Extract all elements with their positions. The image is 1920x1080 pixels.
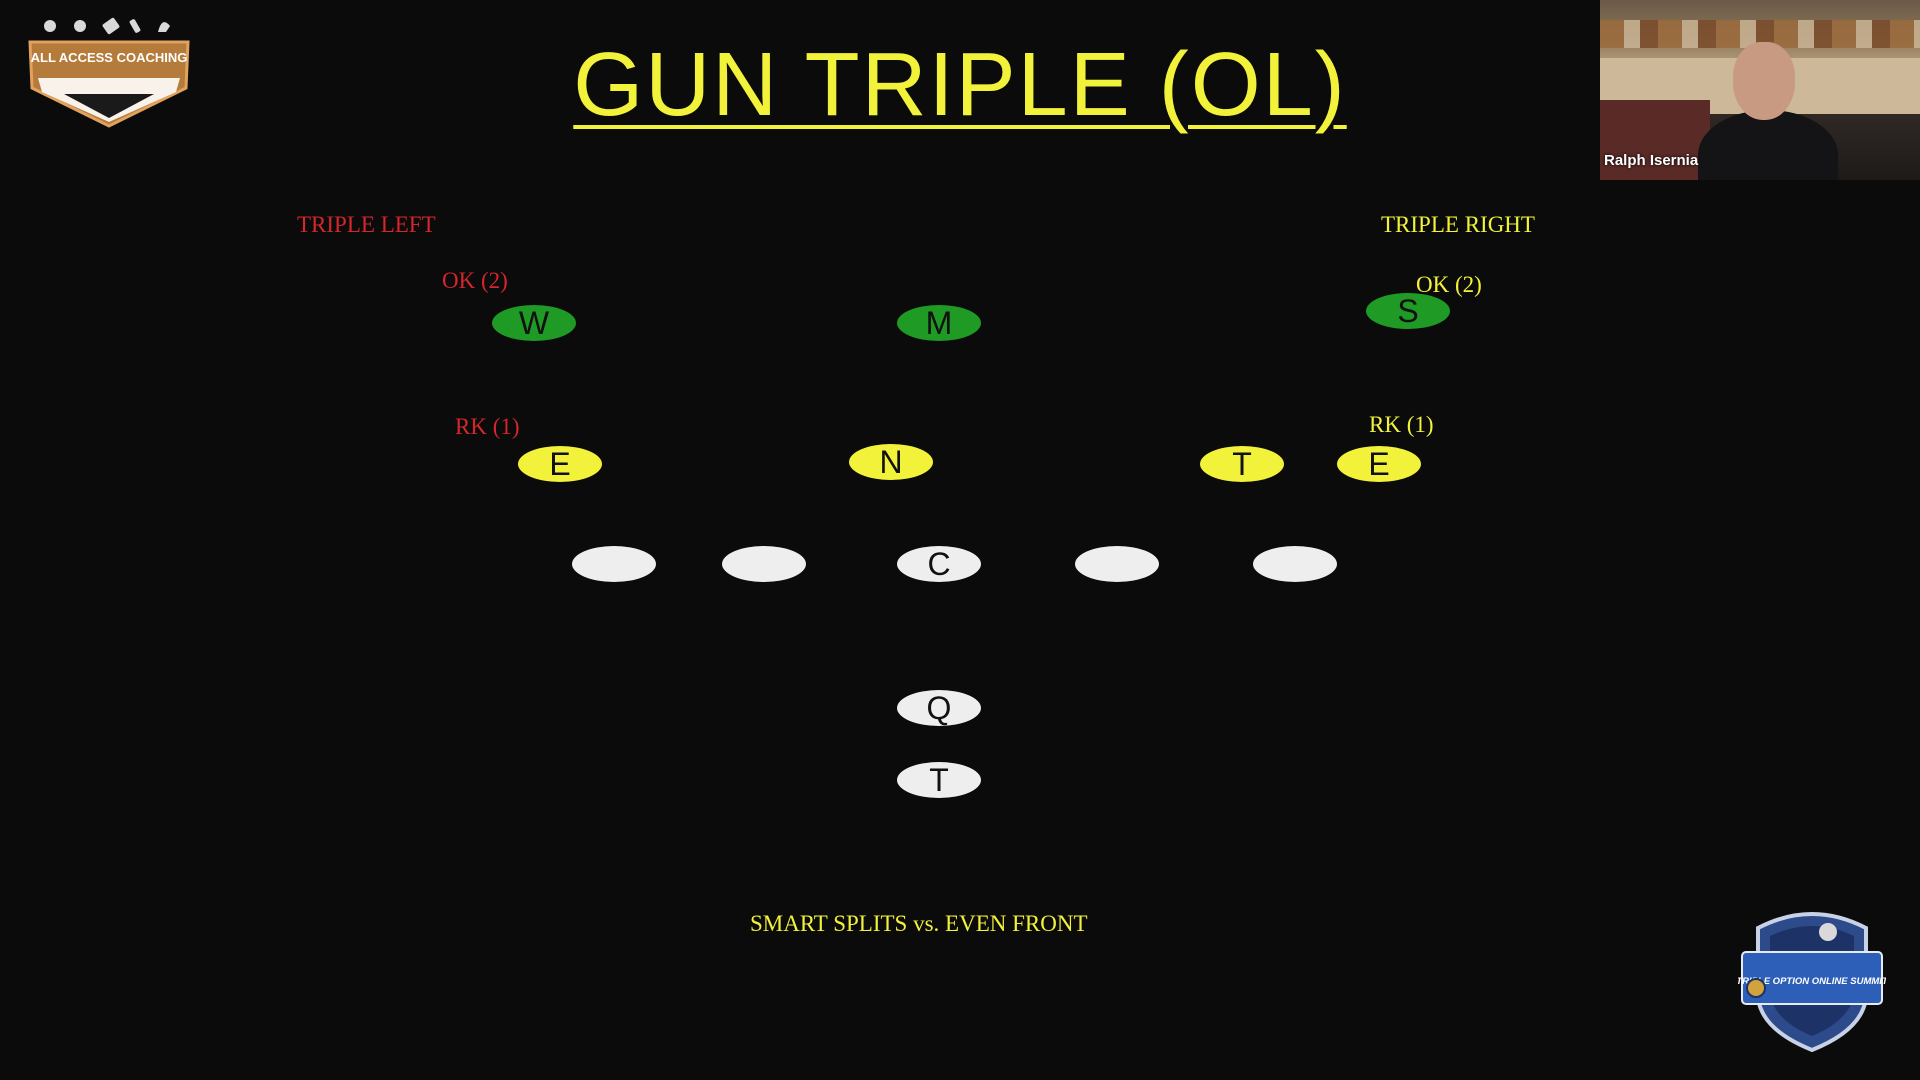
webcam-participant-name: Ralph Isernia bbox=[1604, 152, 1699, 169]
footer-caption: SMART SPLITS vs. EVEN FRONT bbox=[750, 911, 1088, 936]
rk-right-label: RK (1) bbox=[1369, 412, 1434, 437]
webcam-background-wall bbox=[1600, 100, 1710, 180]
player-s-safety: S bbox=[1366, 293, 1450, 329]
triple-option-logo-text: TRIPLE OPTION ONLINE SUMMIT bbox=[1738, 976, 1886, 987]
webcam-video-tile[interactable]: Ralph Isernia bbox=[1600, 0, 1920, 180]
triple-left-label: TRIPLE LEFT bbox=[297, 212, 436, 237]
page-title: GUN TRIPLE (OL) bbox=[0, 30, 1920, 140]
all-access-coaching-logo: ALL ACCESS COACHING bbox=[28, 17, 190, 128]
offensive-right-guard bbox=[1075, 546, 1159, 582]
triple-option-summit-logo: TRIPLE OPTION ONLINE SUMMIT bbox=[1738, 912, 1886, 1052]
ok-left-label: OK (2) bbox=[442, 268, 508, 293]
player-m-linebacker: M bbox=[897, 305, 981, 341]
offensive-left-tackle bbox=[572, 546, 656, 582]
offensive-right-tackle bbox=[1253, 546, 1337, 582]
offensive-quarterback: Q bbox=[897, 690, 981, 726]
triple-right-label: TRIPLE RIGHT bbox=[1381, 212, 1535, 237]
player-e-right-end: E bbox=[1337, 446, 1421, 482]
offensive-center: C bbox=[897, 546, 981, 582]
offensive-left-guard bbox=[722, 546, 806, 582]
webcam-presenter-head bbox=[1733, 42, 1795, 120]
ok-right-label: OK (2) bbox=[1416, 272, 1482, 297]
player-w-linebacker: W bbox=[492, 305, 576, 341]
offensive-tailback: T bbox=[897, 762, 981, 798]
player-e-left-end: E bbox=[518, 446, 602, 482]
rk-left-label: RK (1) bbox=[455, 414, 520, 439]
all-access-logo-text: ALL ACCESS COACHING bbox=[31, 50, 188, 65]
player-t-tackle: T bbox=[1200, 446, 1284, 482]
player-n-nose: N bbox=[849, 444, 933, 480]
title-text: GUN TRIPLE (OL) bbox=[573, 35, 1347, 135]
webcam-presenter-body bbox=[1698, 110, 1838, 180]
